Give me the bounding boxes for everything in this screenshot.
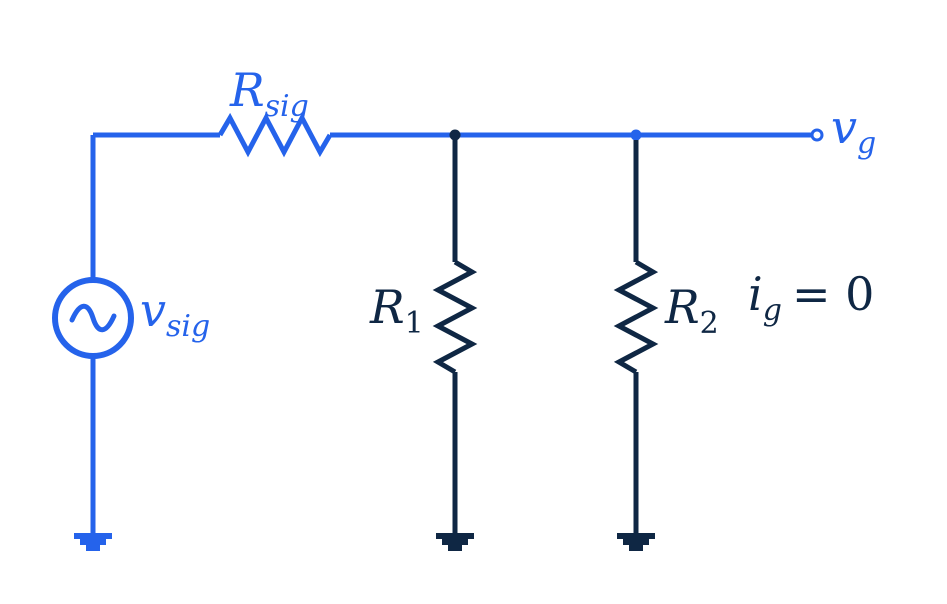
open-terminal-icon [810,128,824,142]
label-vg: vg [831,100,876,161]
ground-icon [617,533,655,551]
ground-icon [436,533,474,551]
label-r1: R1 [369,280,424,341]
r1-branch [432,135,478,535]
label-ig-equation: ig= 0 [748,267,874,328]
label-vsig: vsig [140,283,210,344]
r2-branch [613,140,659,535]
ac-voltage-source-icon [52,277,134,359]
junction-dot-r2 [630,129,642,141]
signal-path [90,112,812,535]
r1-resistor-icon [432,259,478,375]
ground-icon [74,533,112,551]
label-rsig: Rsig [229,63,309,124]
r2-resistor-icon [613,259,659,375]
label-r2: R2 [664,280,719,341]
rsig-resistor-icon [217,112,333,158]
